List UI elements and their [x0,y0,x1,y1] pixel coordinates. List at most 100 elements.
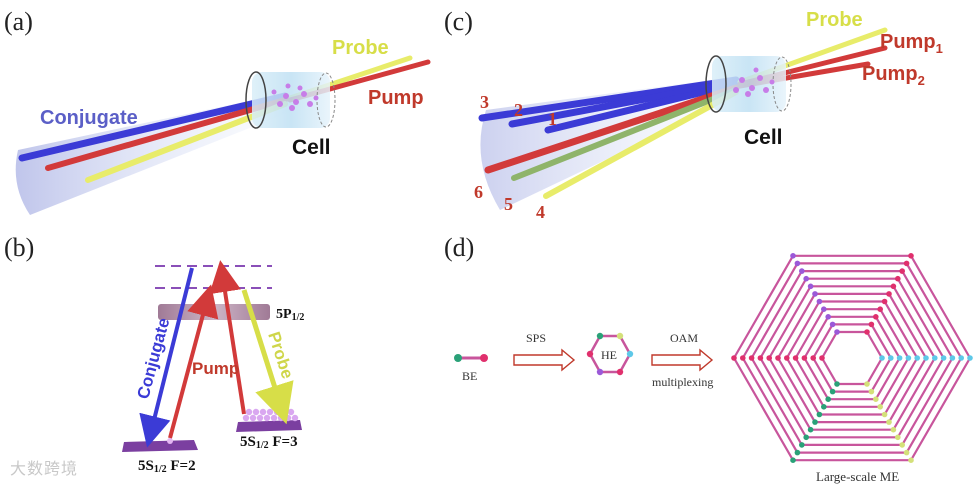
hexagon-node [766,355,772,361]
panel-c-beam-1 [544,80,740,134]
panel-c-letter: (c) [444,7,473,36]
hexagon-node [799,268,805,274]
hexagon-node [864,329,870,335]
hexagon-node [794,260,801,267]
hexagon-node [819,355,825,361]
watermark: 大数跨境 [10,459,79,478]
hexagon-node [949,355,956,361]
hexagon-node [881,411,888,418]
hexagon-node [932,355,938,361]
panel-a-pump-label: Pump [368,87,424,109]
hexagon-node [803,275,809,282]
hexagon-node [821,404,827,410]
hexagon-ring [750,270,954,446]
hexagon-node [888,355,894,361]
hexagon-node [877,306,883,313]
panel-b-atom [167,438,173,444]
panel-d-oam-label: OAM [670,331,698,345]
hexagon-node [886,291,892,297]
he-node [616,368,624,376]
hexagon-node [914,355,920,361]
panel-a: (a) Probe Pump Conjugate Cell [4,7,431,215]
panel-b-pump-label: Pump [192,359,239,378]
hexagon-ring [820,330,884,386]
hexagon-node [895,275,901,282]
panel-c-cell-label: Cell [744,126,783,149]
hexagon-node [903,260,910,267]
panel-b-pump-arrow-1 [168,284,219,439]
panel-b-pump-arrow-2 [209,260,246,415]
hexagon-node [829,321,836,328]
hexagon-node [812,291,818,297]
he-node [586,350,594,358]
hexagon-node [905,355,912,361]
panel-c-beam-5 [511,87,739,181]
hexagon-node [792,355,799,361]
panel-d-multiplexing-label: multiplexing [652,375,713,389]
panel-b-probe-arrow [241,289,294,425]
hexagon-node [873,396,879,403]
hexagon-node [784,355,790,361]
panel-d-be: BE [454,354,488,383]
panel-d-be-label: BE [462,369,477,383]
hexagon-node [829,388,836,395]
panel-c-beam-number-2: 2 [514,100,523,120]
panel-a-conjugate-label: Conjugate [40,107,138,129]
hexagon-node [794,449,801,456]
hexagon-node [731,355,737,361]
hexagon-node [803,434,809,441]
hexagon-node [873,314,879,320]
panel-d-sps-arrow: SPS [513,331,576,372]
hexagon-node [908,457,914,464]
panel-b-f2-label: 5S1/2 F=2 [138,458,196,475]
hexagon-node [864,381,870,387]
panel-c-pump2-label: Pump2 [862,63,925,88]
hexagon-node [816,298,823,305]
he-node [596,332,604,340]
panel-c-beam-4 [543,89,739,199]
hexagon-node [886,419,892,425]
panel-c-beam-number-5: 5 [504,194,513,214]
hexagon-node [899,268,905,274]
panel-c: (c) Probe Pump1 Pump2 Cell 1 2 3 [444,7,943,222]
panel-a-conjugate-beam [18,92,289,162]
hexagon-node [879,355,885,361]
hexagon-node [807,426,814,433]
hexagon-ring [803,315,901,401]
panel-c-beam-number-6: 6 [474,182,483,202]
be-node [454,354,462,362]
panel-c-beam-2 [508,78,740,128]
hexagon-node [740,355,746,361]
hexagon-node [890,283,897,290]
panel-c-probe-label: Probe [806,9,863,31]
panel-d-letter: (d) [444,233,474,262]
hexagon-node [877,404,883,410]
hexagon-node [775,355,781,361]
panel-b-f3-label: 5S1/2 F=3 [240,434,298,451]
panel-c-beam-6 [484,84,740,174]
hexagon-node [807,283,814,290]
hexagon-node [868,321,875,328]
hexagon-node [821,306,827,313]
panel-a-letter: (a) [4,7,33,36]
panel-c-beam-number-1: 1 [548,109,557,129]
hexagon-node [825,314,831,320]
panel-d: (d) BE SPS HE OAM multiplex [444,233,973,484]
hexagon-node [940,355,947,361]
panel-c-beam-3 [478,76,740,122]
hexagon-node [790,457,796,464]
hexagon-node [908,253,914,259]
panel-a-cell [245,71,336,129]
panel-c-beam-number-3: 3 [480,92,489,112]
panel-b-5p-label: 5P1/2 [276,307,304,323]
hexagon-ring [776,292,928,424]
hexagon-node [801,355,808,361]
hexagon-node [895,434,901,441]
panel-b-f3-level [236,420,302,432]
panel-b: (b) 5P1/2 Conjugate Pump Probe 5S1/2 F=2… [4,233,304,475]
hexagon-node [816,411,823,418]
hexagon-node [834,381,840,387]
panel-d-he: HE [586,332,634,376]
panel-b-f2-level [122,440,198,452]
